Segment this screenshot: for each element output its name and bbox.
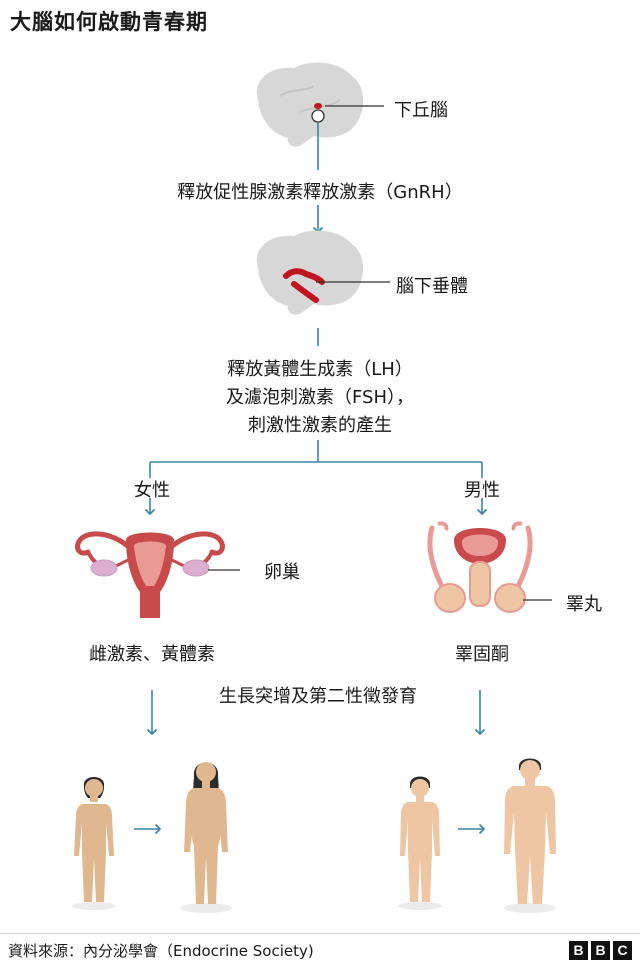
male-label: 男性: [464, 480, 500, 501]
bbc-logo-letter: C: [613, 941, 632, 960]
brain-pituitary-illustration: [256, 230, 390, 315]
lh-fsh-text: 釋放黃體生成素（LH） 及濾泡刺激素（FSH）， 刺激性激素的產生: [226, 356, 414, 440]
page-title: 大腦如何啟動青春期: [10, 10, 208, 34]
lh-fsh-line: 及濾泡刺激素（FSH），: [226, 387, 414, 408]
testis-illustration: [427, 521, 552, 613]
brain-hypothalamus-illustration: [256, 62, 384, 147]
testis-label: 睪丸: [566, 594, 602, 615]
ovary-uterus-illustration: [75, 531, 240, 618]
woman-figure: [180, 762, 232, 913]
boy-figure: [398, 776, 442, 910]
branch-connector: [144, 440, 488, 516]
hypothalamus-label: 下丘腦: [394, 100, 448, 121]
girl-figure: [72, 777, 116, 910]
lh-fsh-line: 刺激性激素的產生: [248, 415, 392, 436]
male-hormones-label: 睪固酮: [455, 644, 509, 665]
pituitary-marker: [283, 268, 325, 303]
man-figure: [504, 758, 556, 913]
female-hormones-label: 雌激素、黃體素: [89, 644, 215, 665]
source-note: 資料來源：內分泌學會（Endocrine Society): [8, 942, 314, 960]
pituitary-label: 腦下垂體: [396, 276, 468, 297]
lh-fsh-line: 釋放黃體生成素（LH）: [227, 359, 413, 380]
footer-divider: [0, 933, 640, 934]
bbc-logo: B B C: [569, 941, 632, 960]
hypothalamus-marker: [314, 103, 322, 109]
ovary-label: 卵巢: [264, 562, 300, 583]
growth-label: 生長突增及第二性徵發育: [219, 686, 417, 707]
gnrh-label: 釋放促性腺激素釋放激素（GnRH）: [177, 182, 463, 203]
female-label: 女性: [134, 480, 170, 501]
bbc-logo-letter: B: [591, 941, 610, 960]
bbc-logo-letter: B: [569, 941, 588, 960]
